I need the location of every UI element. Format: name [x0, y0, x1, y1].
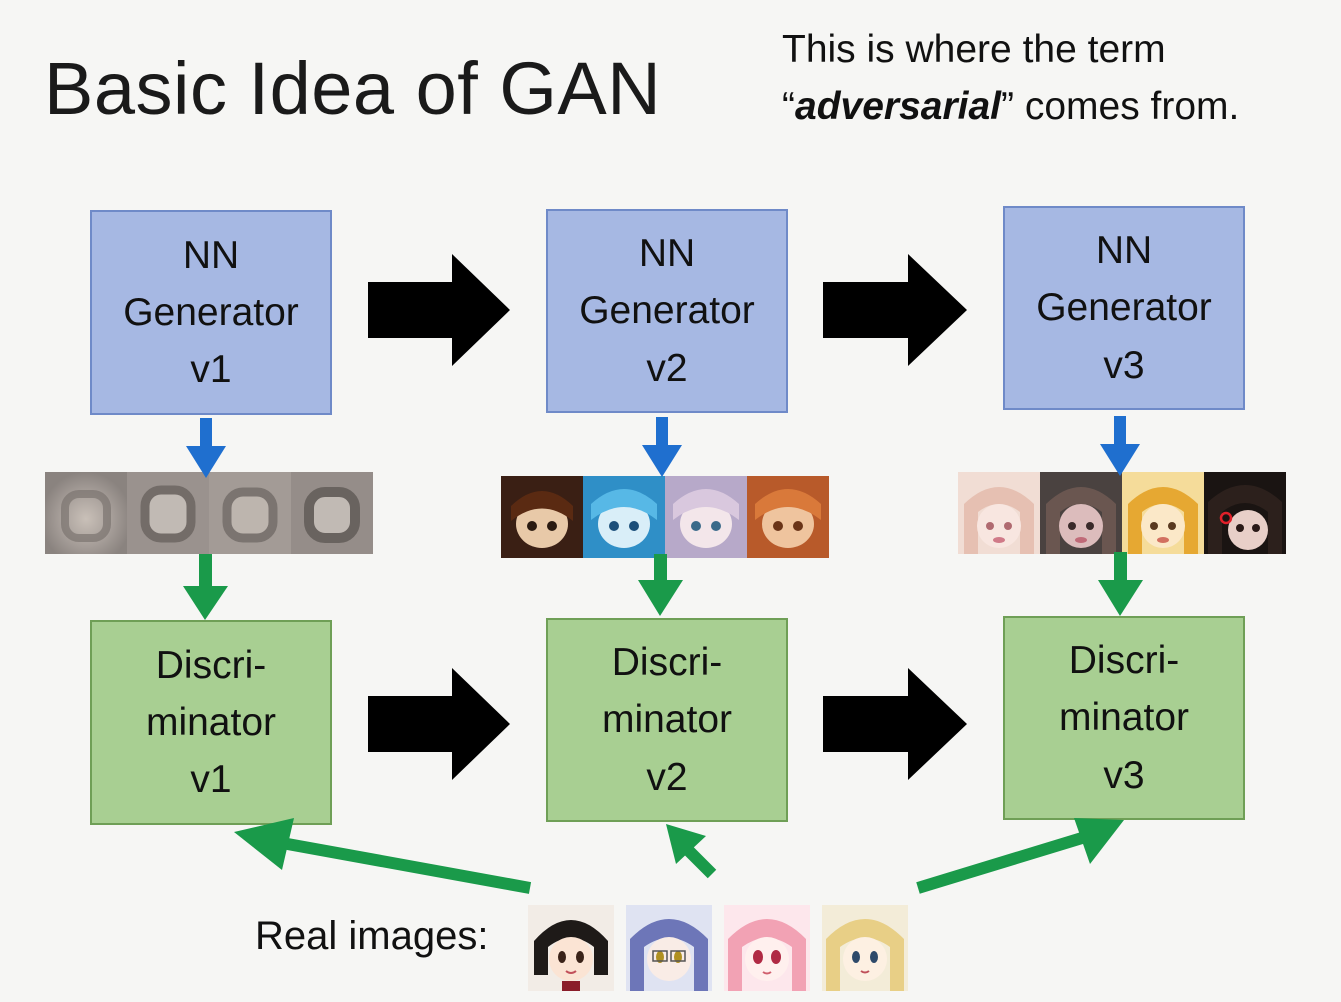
blue-arrow-gen-v3 — [1100, 416, 1140, 476]
generator-v3-line3: v3 — [1103, 343, 1145, 387]
generator-v3-box: NN Generator v3 — [1003, 206, 1245, 410]
slide-title: Basic Idea of GAN — [44, 47, 662, 130]
real-image — [626, 905, 712, 991]
black-arrow-gen-2-3 — [823, 254, 967, 366]
generator-v2-line3: v2 — [646, 346, 688, 390]
generated-image — [209, 472, 291, 554]
generated-image — [1204, 472, 1286, 554]
real-image — [724, 905, 810, 991]
generated-image — [291, 472, 373, 554]
generator-v2-line2: Generator — [579, 289, 755, 333]
real-images-label: Real images: — [255, 914, 489, 958]
green-arrow-real-to-v3 — [916, 818, 1124, 894]
note-line-1: This is where the term — [782, 28, 1166, 71]
green-arrow-dis-v3 — [1098, 552, 1143, 616]
black-arrow-dis-1-2 — [368, 668, 510, 780]
real-image — [528, 905, 614, 991]
discriminator-v2-line3: v2 — [646, 755, 688, 799]
generated-images-v3 — [958, 472, 1286, 554]
generated-image — [501, 476, 583, 558]
green-arrow-dis-v2 — [638, 554, 683, 616]
green-arrow-dis-v1 — [183, 554, 228, 620]
adversarial-note: This is where the term “adversarial” com… — [782, 22, 1239, 135]
generated-image — [583, 476, 665, 558]
blue-arrow-gen-v2 — [642, 417, 682, 477]
discriminator-v1-line1: Discri- — [155, 643, 267, 687]
generated-image — [1040, 472, 1122, 554]
generated-image — [127, 472, 209, 554]
note-quote-close: ” — [1001, 84, 1014, 128]
discriminator-v2-line1: Discri- — [611, 641, 723, 684]
discriminator-v1-line3: v1 — [190, 758, 232, 802]
generator-v2-box: NN Generator v2 — [546, 209, 788, 413]
blue-arrow-gen-v1 — [186, 418, 226, 478]
green-arrow-real-to-v2 — [666, 824, 717, 879]
generated-image — [45, 472, 127, 554]
discriminator-v3-line2: minator — [1058, 696, 1190, 740]
note-tail: comes from. — [1014, 84, 1240, 128]
discriminator-v2-line2: minator — [601, 698, 733, 742]
generator-v1-line2: Generator — [123, 290, 299, 334]
real-image — [822, 905, 908, 991]
generator-v1-line1: NN — [182, 233, 240, 277]
generated-image — [1122, 472, 1204, 554]
generated-image — [665, 476, 747, 558]
generator-v3-line2: Generator — [1036, 286, 1212, 330]
black-arrow-gen-1-2 — [368, 254, 510, 366]
generator-v2-line1: NN — [638, 232, 696, 275]
generated-images-v2 — [501, 476, 829, 558]
discriminator-v3-line1: Discri- — [1068, 639, 1180, 682]
discriminator-v3-box: Discri- minator v3 — [1003, 616, 1245, 820]
generator-v1-line3: v1 — [190, 348, 232, 392]
discriminator-v1-box: Discri- minator v1 — [90, 620, 332, 825]
generator-v3-line1: NN — [1095, 229, 1153, 272]
generated-image — [958, 472, 1040, 554]
discriminator-v3-line3: v3 — [1103, 753, 1145, 797]
generator-v1-box: NN Generator v1 — [90, 210, 332, 415]
discriminator-v2-box: Discri- minator v2 — [546, 618, 788, 822]
real-images-strip — [528, 905, 908, 991]
note-emphasis: adversarial — [795, 84, 1001, 128]
black-arrow-dis-2-3 — [823, 668, 967, 780]
discriminator-v1-line2: minator — [145, 700, 277, 744]
generated-image — [747, 476, 829, 558]
note-quote-open: “ — [782, 84, 795, 128]
generated-images-v1 — [45, 472, 373, 554]
note-line-2: “adversarial” comes from. — [782, 79, 1239, 136]
green-arrow-real-to-v1 — [234, 818, 532, 894]
